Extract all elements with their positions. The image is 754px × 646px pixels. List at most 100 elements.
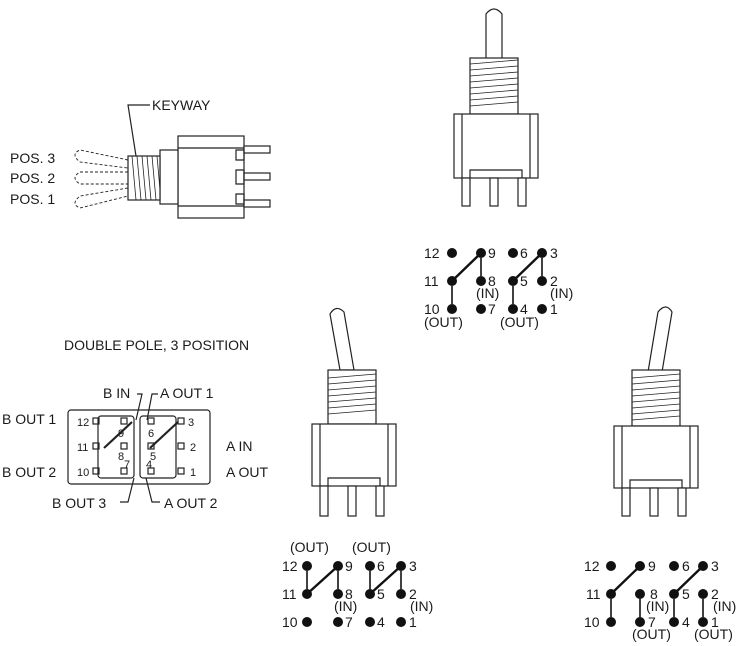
pin-3-label: 3 — [188, 417, 194, 429]
lever-pos-1 — [74, 187, 129, 209]
leader-b-out-3 — [120, 477, 135, 503]
pos-3-label: POS. 3 — [10, 150, 55, 166]
thread-lines — [327, 373, 377, 415]
pos-2-label: POS. 2 — [10, 170, 55, 186]
pin-square — [177, 467, 185, 475]
top-pin-6: 6 — [520, 245, 528, 261]
top-out-4-label: (OUT) — [500, 314, 539, 330]
contact-dot — [635, 617, 645, 627]
pin-6-label: 6 — [148, 428, 154, 440]
left-pin-9: 9 — [345, 558, 353, 574]
contact-dot — [698, 617, 708, 627]
lever-pos-2 — [74, 171, 128, 185]
contact-dot — [698, 589, 708, 599]
b-out-1-label: B OUT 1 — [2, 411, 56, 427]
top-pin-4: 4 — [520, 301, 528, 317]
contact-dot — [365, 561, 375, 571]
top-out-10-label: (OUT) — [424, 314, 463, 330]
right-pin-6: 6 — [682, 558, 690, 574]
right-out-4-label: (OUT) — [694, 626, 733, 642]
top-pin-9: 9 — [488, 245, 496, 261]
b-out-3-label: B OUT 3 — [52, 495, 106, 511]
pin-square — [92, 467, 100, 475]
pin — [649, 487, 659, 517]
switch-body — [453, 113, 539, 179]
pin — [375, 485, 385, 517]
keyway-leader — [127, 104, 150, 157]
switch-body — [613, 425, 699, 489]
top-pin-10: 10 — [424, 301, 440, 317]
pin — [677, 487, 687, 517]
contact-bar — [149, 421, 179, 449]
contact-dot — [365, 617, 375, 627]
thread-lines — [469, 59, 519, 107]
threaded-bushing — [327, 369, 377, 425]
contact-dot — [669, 561, 679, 571]
left-pin-11: 11 — [282, 586, 297, 602]
top-pin-2: 2 — [550, 273, 558, 289]
pos-1-label: POS. 1 — [10, 191, 55, 207]
pin — [347, 485, 357, 517]
switch-body-side — [177, 135, 245, 219]
front-view-right — [613, 306, 699, 517]
base-slot — [629, 479, 683, 488]
contact-dot — [635, 589, 645, 599]
top-pin-11: 11 — [424, 273, 439, 289]
pin-square — [177, 442, 185, 450]
contact-dot — [333, 617, 343, 627]
pin-10-label: 10 — [77, 467, 89, 479]
leader-a-out-1 — [146, 393, 158, 421]
pin-square — [120, 417, 128, 425]
left-pin-5: 5 — [377, 586, 385, 602]
contact-dot — [447, 304, 457, 314]
contact-dot — [606, 561, 616, 571]
a-out-1-label: A OUT 1 — [160, 385, 214, 401]
lever-pos-3 — [74, 149, 129, 169]
pin-11-label: 11 — [77, 442, 88, 454]
pin — [461, 177, 471, 207]
pin — [489, 177, 499, 207]
contact-dot — [447, 248, 457, 258]
pin-2-label: 2 — [190, 442, 196, 454]
pin-square — [147, 442, 155, 450]
contact-bar — [610, 565, 641, 595]
top-pin-3: 3 — [550, 245, 558, 261]
schematic-top — [447, 248, 547, 314]
leader-a-out-2 — [145, 477, 160, 503]
thread-lines — [631, 373, 681, 421]
left-pin-3: 3 — [409, 558, 417, 574]
base-slot — [327, 477, 381, 486]
contact-bar — [369, 565, 402, 595]
right-pin-11: 11 — [586, 586, 601, 602]
left-pin-4: 4 — [377, 614, 385, 630]
contact-dot — [396, 589, 406, 599]
right-pin-9: 9 — [648, 558, 656, 574]
contact-dot — [606, 617, 616, 627]
leader-b-in — [135, 393, 143, 421]
pin-8-label: 8 — [118, 451, 124, 463]
right-in-8-label: (IN) — [646, 598, 669, 614]
lever — [329, 307, 355, 371]
terminal-slots — [235, 149, 245, 205]
terminal-side — [243, 199, 271, 208]
contact-dot — [508, 248, 518, 258]
pole-a-slot — [139, 415, 177, 479]
b-out-2-label: B OUT 2 — [2, 464, 56, 480]
contact-bar — [451, 252, 482, 282]
right-pin-8: 8 — [650, 586, 658, 602]
pin — [517, 177, 527, 207]
pin-square — [147, 467, 155, 475]
front-view-left — [311, 307, 397, 517]
left-pin-6: 6 — [377, 558, 385, 574]
pin-9-label: 9 — [118, 428, 124, 440]
right-pin-4: 4 — [682, 614, 690, 630]
pin-view-frame — [67, 409, 211, 485]
left-out-6-label: (OUT) — [352, 539, 391, 555]
contact-dot — [302, 617, 312, 627]
pin-4-label: 4 — [146, 459, 152, 471]
lever — [485, 8, 503, 61]
pin-5-label: 5 — [150, 451, 156, 463]
top-in-8-label: (IN) — [476, 285, 499, 301]
switch-title: DOUBLE POLE, 3 POSITION — [64, 337, 249, 353]
left-pin-1: 1 — [409, 614, 417, 630]
